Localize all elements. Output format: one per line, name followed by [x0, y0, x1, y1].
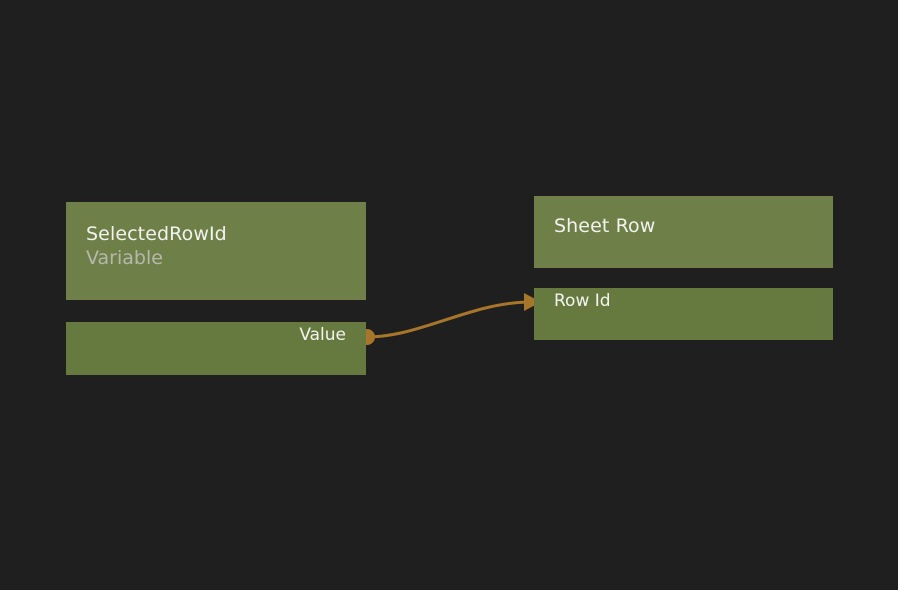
node-subtitle: Variable — [86, 246, 163, 269]
node-title: SelectedRowId — [86, 223, 227, 245]
input-port-row-row-id[interactable]: Row Id — [554, 288, 833, 314]
node-header-variable[interactable]: SelectedRowId Variable — [66, 202, 366, 300]
node-body-variable: Value — [66, 322, 366, 375]
node-title: Sheet Row — [554, 215, 656, 237]
connection-value-to-rowid[interactable] — [365, 300, 530, 339]
node-header-sheet-row[interactable]: Sheet Row — [534, 196, 833, 268]
output-port-label: Value — [299, 325, 346, 345]
input-port-label: Row Id — [554, 291, 611, 311]
output-port-row-value[interactable]: Value — [66, 322, 346, 348]
node-sheet-row[interactable]: Sheet Row Row Id — [534, 196, 833, 340]
node-selected-row-id[interactable]: SelectedRowId Variable Value — [66, 202, 366, 375]
node-body-sheet-row: Row Id — [534, 288, 833, 340]
